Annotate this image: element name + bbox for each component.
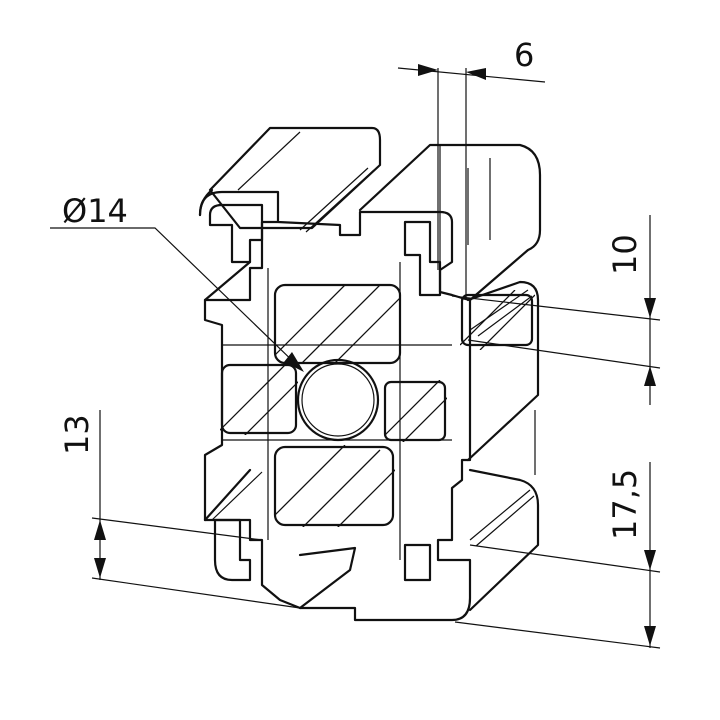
hatched-cavities: [220, 283, 535, 527]
profile-cross-section: [198, 190, 472, 622]
dim-label-13: 13: [58, 414, 96, 455]
dim-label-10: 10: [606, 234, 644, 275]
center-bore: [296, 358, 380, 442]
dim-label-17-5: 17,5: [606, 469, 644, 540]
dimension-top-6: 6: [397, 36, 546, 300]
dimension-right-10: 10: [451, 215, 661, 405]
dim-label-6: 6: [514, 36, 534, 74]
dim-label-diameter: Ø14: [62, 192, 128, 230]
dimension-diameter: Ø14: [50, 192, 304, 372]
dimension-right-17-5: 17,5: [454, 462, 661, 649]
extrusion-faces: [198, 126, 542, 612]
dimension-left-13: 13: [58, 410, 301, 609]
